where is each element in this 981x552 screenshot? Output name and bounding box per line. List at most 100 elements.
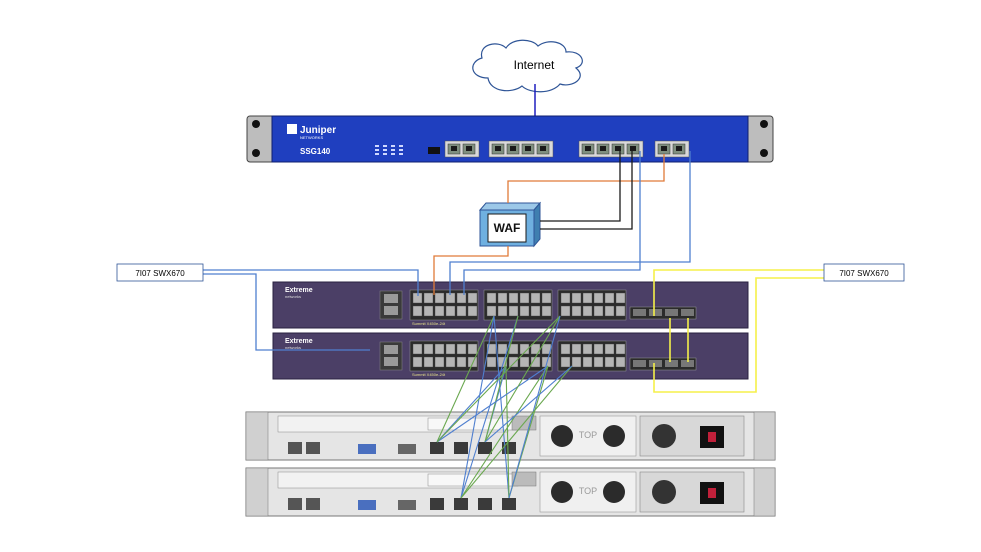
switch-port [486,356,497,368]
switch-port [423,356,434,368]
stack-yellow-cable [653,277,824,393]
switch-port [571,305,582,317]
switch-port-arrays [379,289,697,372]
switch-port [519,305,530,317]
port-jack [585,146,591,151]
server-cable [460,365,573,499]
switch-port [486,305,497,317]
psu-module [639,415,745,457]
server-ear [753,411,776,461]
status-led [383,149,387,151]
switch-port [497,292,508,304]
nic-port [430,442,444,454]
server-cable [436,365,507,443]
status-led [375,145,379,147]
switch-port [467,292,478,304]
callout-left-cable [202,273,370,351]
switch-port [615,356,626,368]
switch-port [423,305,434,317]
switch-port [519,343,530,355]
fan-icon [551,481,573,503]
switch-port [541,292,552,304]
nic-port [430,498,444,510]
switch-port [434,292,445,304]
port-jack [661,146,667,151]
server-ear [245,411,269,461]
server-cable [508,315,561,499]
switch-port [497,305,508,317]
waf-side-face [533,201,541,248]
switch-port [412,356,423,368]
port-jack [525,146,531,151]
callout-left-cable [202,269,419,296]
switch-port [560,292,571,304]
firewall-status-leds [375,145,403,155]
port-jack [540,146,546,151]
status-led [383,153,387,155]
switch-port [582,343,593,355]
server-top-label: TOP [579,430,597,440]
switch-port [582,356,593,368]
fan-icon [603,481,625,503]
switch-port [615,305,626,317]
server-cable [484,315,561,443]
switch-port [467,356,478,368]
switch-port [456,305,467,317]
console-port [384,306,398,315]
port-jack [630,146,636,151]
switch-port [560,305,571,317]
switch-model: Summit X450e-24t [412,372,446,377]
waf-label: WAF [494,221,521,235]
sfp-port [665,360,678,367]
switch-port [615,343,626,355]
switch-port [445,343,456,355]
switch-port [508,305,519,317]
switch-port [530,305,541,317]
server-cable [460,315,519,499]
rack-hole [760,149,768,157]
sfp-port [681,309,694,316]
psu-fan-icon [652,424,676,448]
callout-right-label: 7I07 SWX670 [839,269,889,278]
sfp-bank [629,306,697,320]
waf-device: WAF [478,201,542,248]
switch-port [423,292,434,304]
server-cable [460,365,549,499]
power-inlet-socket [708,488,716,498]
fan-icon [551,425,573,447]
switch-brand-sub: networks [285,294,301,299]
uplink-blue-cable [449,151,691,295]
vent-grille [511,471,537,487]
vga-port [358,444,376,454]
sfp-port [649,309,662,316]
switch-model: Summit X450e-24t [412,321,446,326]
callout-right: 7I07 SWX670 [823,263,905,282]
waf-screen [487,213,527,243]
switch-port [456,343,467,355]
server-cable [436,365,549,443]
switch-port [560,356,571,368]
status-led [383,145,387,147]
server-top-label: TOP [579,486,597,496]
status-led [399,145,403,147]
switch-port [615,292,626,304]
switch-port [434,305,445,317]
serial-port [398,500,416,510]
rack-hole [252,149,260,157]
switch-port [508,356,519,368]
switch-port [593,343,604,355]
port-jack [676,146,682,151]
sfp-port [665,309,678,316]
rack-hole [252,120,260,128]
server-ear [753,467,776,517]
nic-port [454,442,468,454]
server-cable [460,315,495,499]
ethernet-port [306,442,320,454]
status-led [375,153,379,155]
port-jack [495,146,501,151]
callout-left: 7I07 SWX670 [116,263,204,282]
usb-port [288,498,302,510]
firewall-usb-port [428,147,440,154]
sfp-port [681,360,694,367]
waf-black-cable [540,151,633,230]
